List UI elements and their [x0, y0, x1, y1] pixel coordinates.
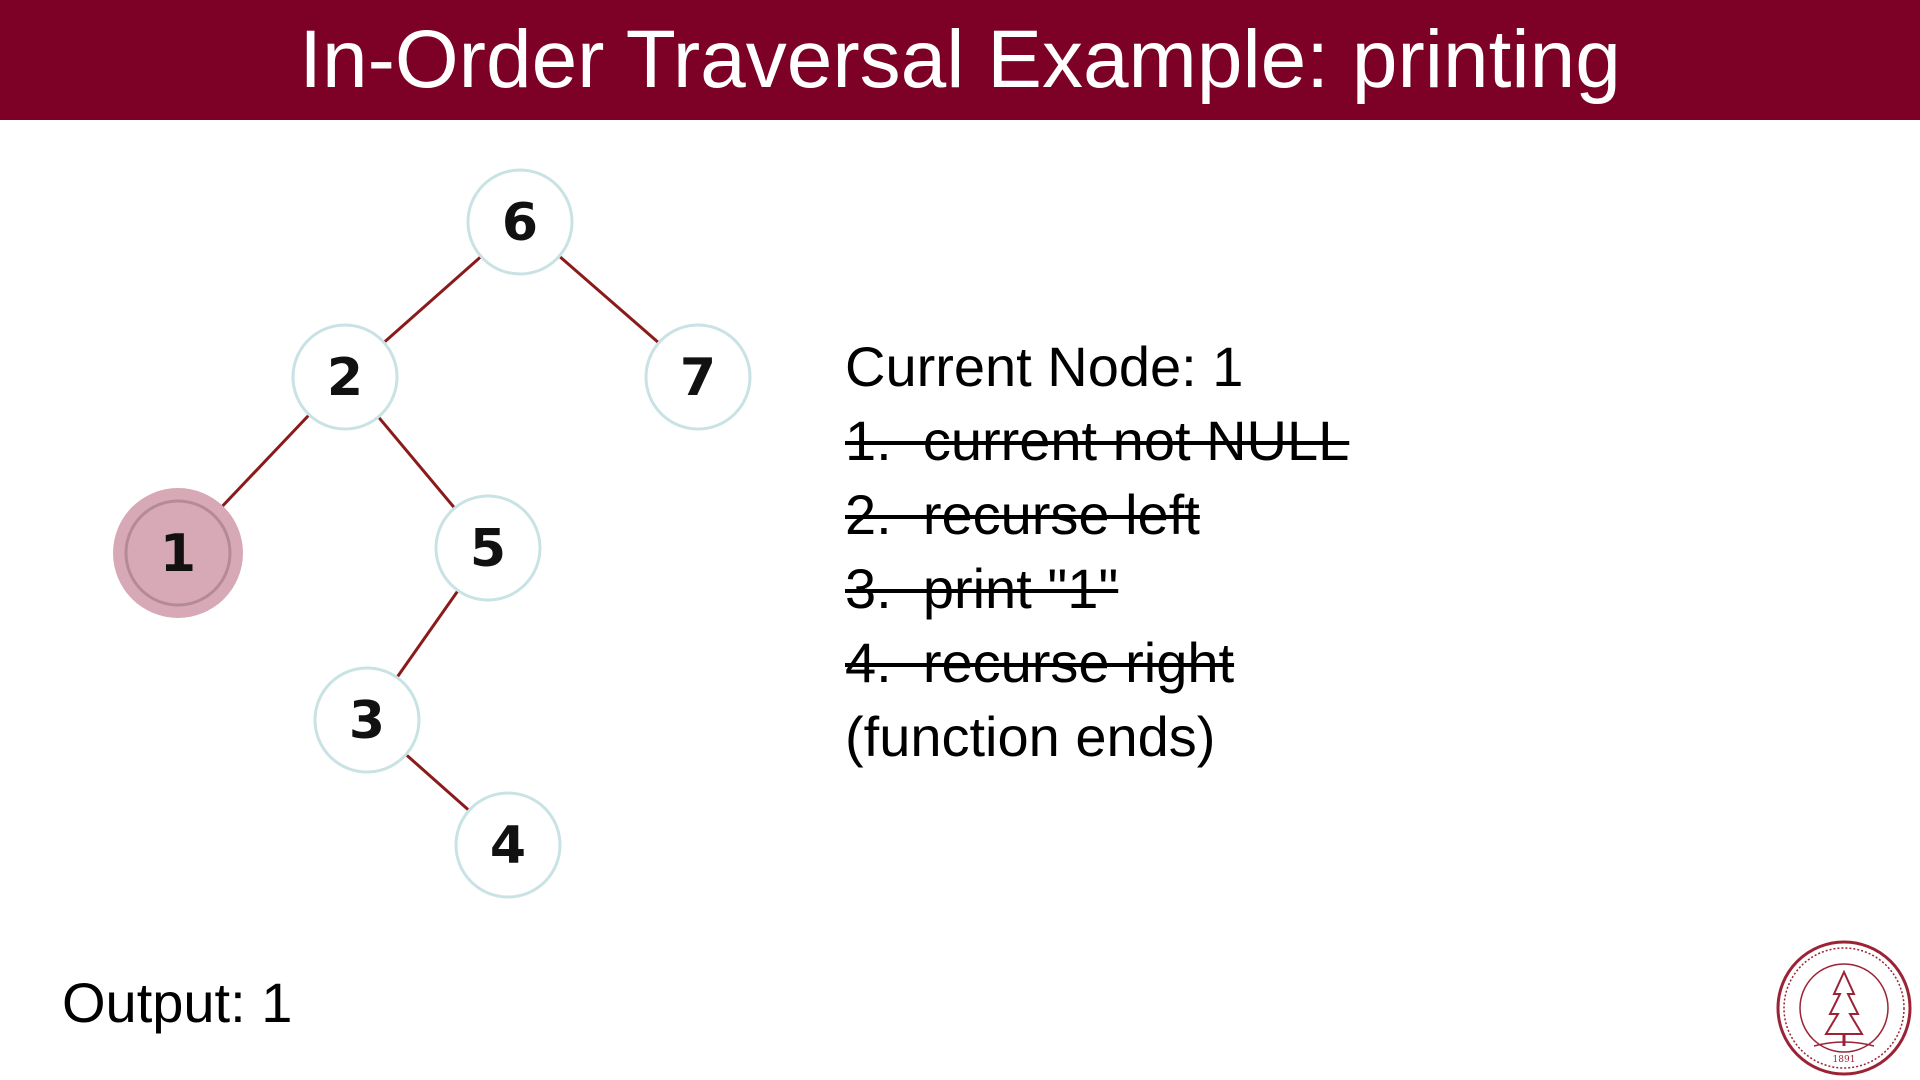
tree-node-5: 5 — [434, 494, 542, 602]
tree-node-circle — [466, 168, 574, 276]
slide-title: In-Order Traversal Example: printing — [299, 14, 1621, 105]
tree-node-circle — [454, 791, 562, 899]
tree-edge-2-1 — [212, 413, 311, 517]
tree-edge-6-7 — [558, 255, 660, 344]
tree-node-label: 7 — [680, 348, 716, 408]
tree-node-3: 3 — [313, 666, 421, 774]
tree-node-circle — [434, 494, 542, 602]
current-node-text: Current Node: 1 — [845, 335, 1244, 398]
stanford-seal-icon: 1891 — [1776, 940, 1912, 1076]
tree-node-circle — [644, 323, 752, 431]
title-bar — [0, 0, 1920, 120]
tree-node-label: 6 — [502, 193, 538, 253]
tree-edges — [212, 255, 660, 812]
function-ends-text: (function ends) — [845, 705, 1216, 768]
tree-node-label: 5 — [470, 519, 506, 579]
tree-nodes: 6 2 7 1 5 3 4 — [113, 168, 752, 899]
tree-edge-5-3 — [395, 589, 460, 679]
tree-node-circle — [313, 666, 421, 774]
tree-node-label: 4 — [490, 816, 526, 876]
tree-node-label: 3 — [349, 691, 385, 751]
step-3: 3. print "1" — [845, 557, 1119, 620]
tree-node-label: 2 — [327, 348, 363, 408]
traversal-steps: Current Node: 1 1. current not NULL 2. r… — [845, 330, 1349, 774]
tree-node-4: 4 — [454, 791, 562, 899]
tree-node-label: 1 — [160, 524, 196, 584]
output-text: Output: 1 — [62, 971, 293, 1034]
tree-node-6: 6 — [466, 168, 574, 276]
tree-edge-3-4 — [404, 753, 471, 812]
tree-node-7: 7 — [644, 323, 752, 431]
step-1: 1. current not NULL — [845, 409, 1350, 472]
step-2: 2. recurse left — [845, 483, 1200, 546]
tree-edge-2-5 — [377, 415, 456, 510]
tree-node-circle — [124, 499, 232, 607]
tree-node-2: 2 — [291, 323, 399, 431]
seal-year: 1891 — [1833, 1055, 1856, 1065]
tree-node-circle — [291, 323, 399, 431]
tree-node-1: 1 — [113, 488, 243, 618]
step-4: 4. recurse right — [845, 631, 1235, 694]
tree-edge-6-2 — [382, 255, 483, 344]
